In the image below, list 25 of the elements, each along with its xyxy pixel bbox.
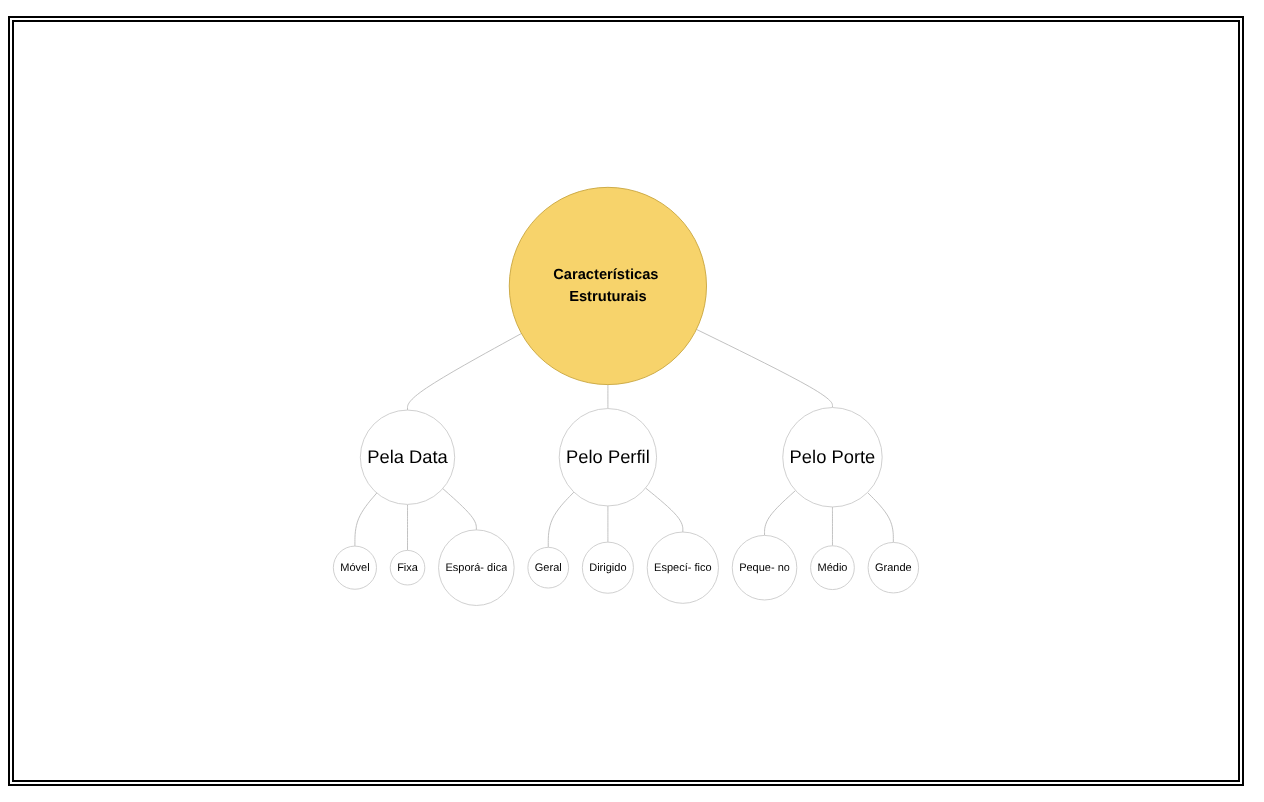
connector [354,492,378,547]
node-circle [782,406,883,507]
node-circle [389,549,426,585]
connector [832,506,833,546]
node-circle [332,545,377,590]
node-circle [359,409,456,505]
connector [645,487,684,533]
connector [607,505,609,543]
node-circle [508,186,707,385]
node-circle [731,534,798,601]
node-circle [527,546,570,589]
node-circle [558,407,658,506]
connector [607,383,609,409]
connector [547,491,575,548]
node-circle [581,541,634,594]
connector [407,332,522,411]
connector [407,503,408,551]
node-circle [646,531,719,604]
connector [442,487,477,530]
connector [867,491,894,543]
connector [764,489,796,536]
node-circle [810,544,855,590]
connector [696,328,833,408]
node-circle [867,541,920,593]
node-circle [438,529,515,606]
